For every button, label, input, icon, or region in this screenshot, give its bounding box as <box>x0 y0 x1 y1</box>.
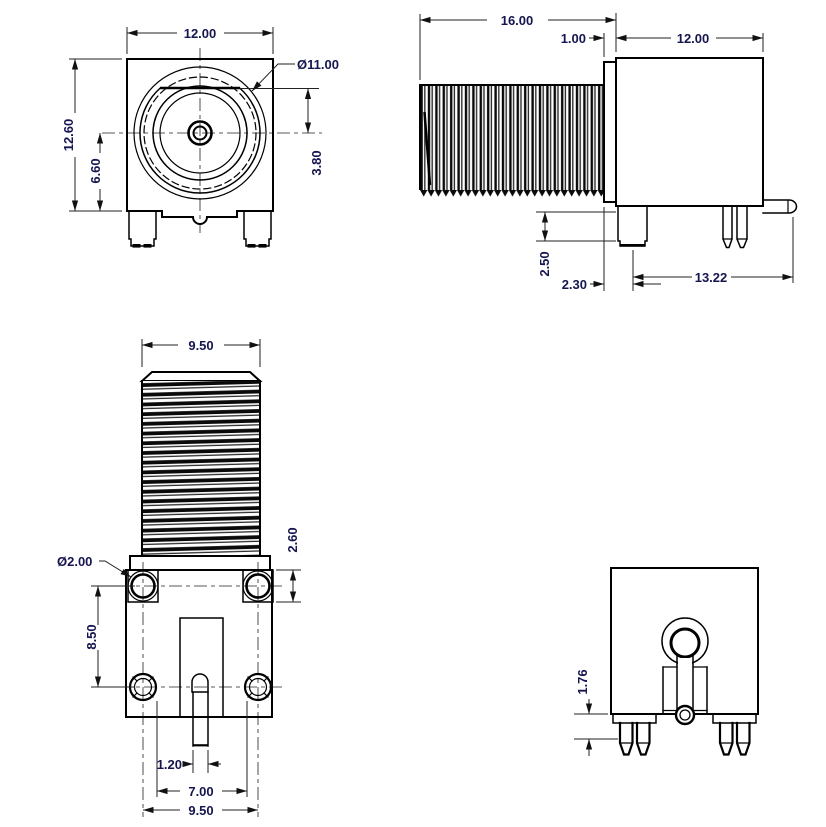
center-contact-hole <box>192 125 208 141</box>
dim-front-height: 12.60 <box>61 119 76 152</box>
dim-top-thread-width: 9.50 <box>188 338 213 353</box>
dim-side-flange-to-leg: 2.30 <box>562 277 587 292</box>
dim-front-diameter: Ø11.00 <box>297 57 339 72</box>
front-view: 12.00 12.60 6.60 3.80 Ø11.00 <box>61 26 339 248</box>
side-view: 16.00 1.00 12.00 2.50 2.30 13.22 <box>419 13 798 292</box>
top-threaded-barrel <box>139 371 263 557</box>
side-pcb-pin <box>762 199 798 214</box>
dim-rear-leg-offset: 1.76 <box>575 669 590 694</box>
dim-front-center-height: 6.60 <box>88 158 103 183</box>
dim-side-body-width: 12.00 <box>677 31 710 46</box>
rear-pin-end <box>674 704 696 726</box>
top-body <box>125 569 273 718</box>
dim-top-post-inner-spacing: 7.00 <box>188 784 213 799</box>
dim-front-flat-offset: 3.80 <box>309 150 324 175</box>
side-body <box>615 57 764 207</box>
dim-side-leg-length: 2.50 <box>537 251 552 276</box>
front-body-outline <box>126 58 274 225</box>
front-dimensions: 12.00 12.60 6.60 3.80 Ø11.00 <box>61 26 339 212</box>
rear-center-boss <box>661 617 709 726</box>
rear-view: 1.76 <box>574 567 759 756</box>
dim-top-post-row-spacing: 8.50 <box>84 624 99 649</box>
top-flange <box>129 555 271 571</box>
side-dimensions: 16.00 1.00 12.00 2.50 2.30 13.22 <box>419 13 794 292</box>
dim-top-pin-width: 1.20 <box>157 757 182 772</box>
barrel-chamfer-edge <box>423 111 432 186</box>
front-connector-face <box>133 66 267 200</box>
dim-side-flange-thickness: 1.00 <box>561 31 586 46</box>
leg-foot-pad <box>143 244 152 248</box>
dim-side-leg-to-pin: 13.22 <box>695 270 728 285</box>
side-threaded-barrel <box>419 84 605 197</box>
dim-side-overall-length: 16.00 <box>501 13 534 28</box>
dim-top-post-diameter: Ø2.00 <box>57 554 92 569</box>
leg-foot-pad <box>247 244 256 248</box>
top-centerlines <box>119 562 283 817</box>
center-contact-ring <box>187 120 213 146</box>
dim-front-width: 12.00 <box>184 26 217 41</box>
dim-top-post-column-spacing: 9.50 <box>188 803 213 818</box>
front-mount-legs <box>128 210 272 248</box>
top-view: 9.50 Ø2.00 2.60 8.50 1.20 7.00 9.50 <box>57 338 301 818</box>
top-dimensions: 9.50 Ø2.00 2.60 8.50 1.20 7.00 9.50 <box>57 338 301 818</box>
top-center-slot <box>179 617 224 718</box>
top-center-pin <box>191 673 209 747</box>
leg-foot-pad <box>132 244 141 248</box>
rear-snap-legs <box>612 713 757 756</box>
leg-foot-pad <box>258 244 267 248</box>
side-snap-prongs <box>722 205 748 249</box>
side-flange <box>603 61 617 203</box>
dim-top-flange-height: 2.60 <box>285 527 300 552</box>
rear-dimensions: 1.76 <box>574 669 618 756</box>
side-mount-leg <box>617 205 648 247</box>
